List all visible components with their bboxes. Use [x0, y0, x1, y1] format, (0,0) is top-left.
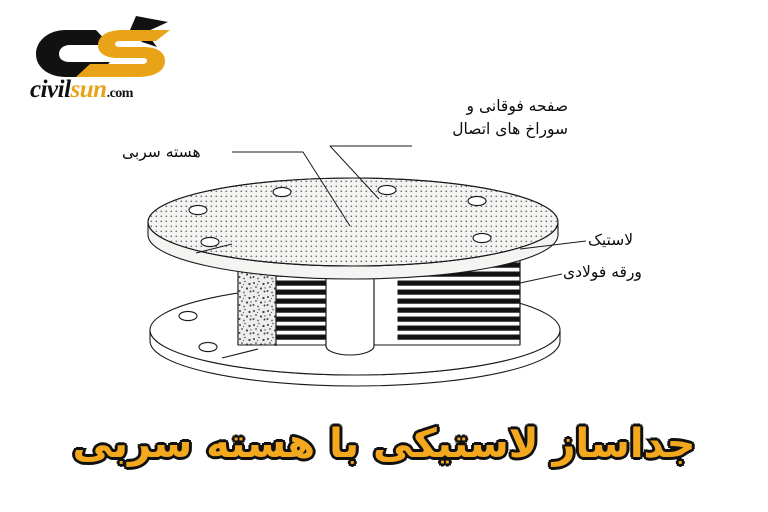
bolt-hole — [198, 341, 218, 353]
label-upper-plate-line2: سوراخ های اتصال — [452, 120, 568, 138]
label-steel-plate: ورقه فولادی — [563, 263, 642, 281]
leader-lead-core — [232, 151, 351, 227]
cs-monogram-icon — [36, 16, 170, 77]
bolt-hole — [467, 195, 487, 207]
bolt-hole — [272, 186, 292, 198]
logo-word-sun: sun — [70, 76, 108, 103]
bolt-hole — [377, 184, 397, 196]
leader-top-plate — [329, 145, 412, 200]
label-lead-core: هسته سربی — [122, 143, 201, 161]
logo-word-civil: civil — [30, 76, 71, 103]
bolt-hole — [200, 236, 220, 248]
upper-connection-plate — [147, 177, 559, 280]
leader-steel-plate — [519, 273, 563, 284]
bolt-hole — [188, 204, 208, 216]
logo-wordmark: civilsun.com — [30, 76, 190, 104]
diagram-title: جداساز لاستیکی با هسته سربی — [70, 419, 698, 469]
leader-lines — [232, 145, 587, 284]
label-rubber: لاستیک — [588, 231, 634, 249]
civilsun-logo[interactable]: civilsun.com — [18, 14, 188, 106]
bolt-hole — [178, 310, 198, 322]
logo-word-dotcom: .com — [106, 86, 134, 101]
leader-rubber — [519, 240, 587, 250]
bolt-hole — [472, 232, 492, 244]
label-upper-plate-line1: صفحه فوقانی و — [466, 97, 568, 115]
label-upper-plate: صفحه فوقانی و سوراخ های اتصال — [452, 95, 568, 141]
